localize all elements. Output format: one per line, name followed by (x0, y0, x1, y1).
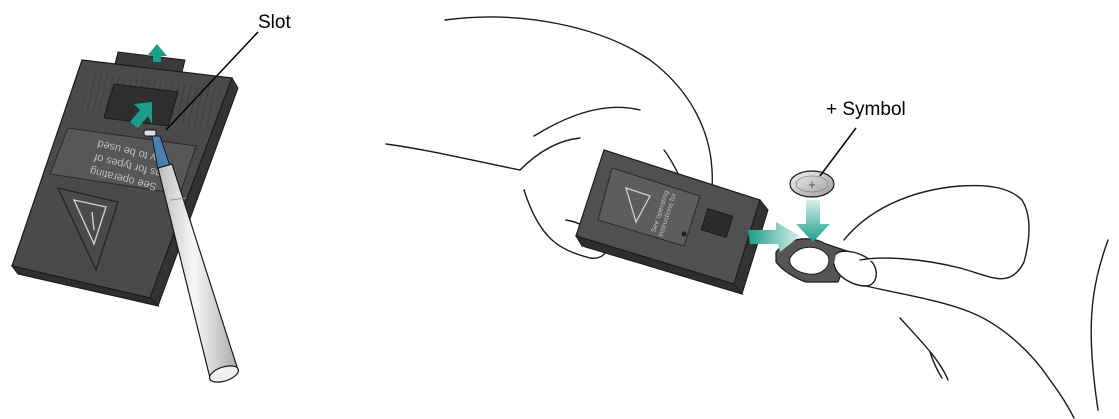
coin-plus-mark: + (808, 177, 816, 192)
coin-battery-icon: + (790, 171, 834, 197)
slot-callout-label: Slot (258, 12, 291, 34)
right-hand (834, 186, 1108, 418)
drop-arrow-icon (796, 200, 830, 242)
plus-symbol-leader-line (820, 128, 856, 176)
plus-symbol-callout-label: + Symbol (826, 99, 906, 121)
right-battery-cover: See operating instructions for (576, 150, 768, 294)
slot-opening (144, 130, 156, 136)
